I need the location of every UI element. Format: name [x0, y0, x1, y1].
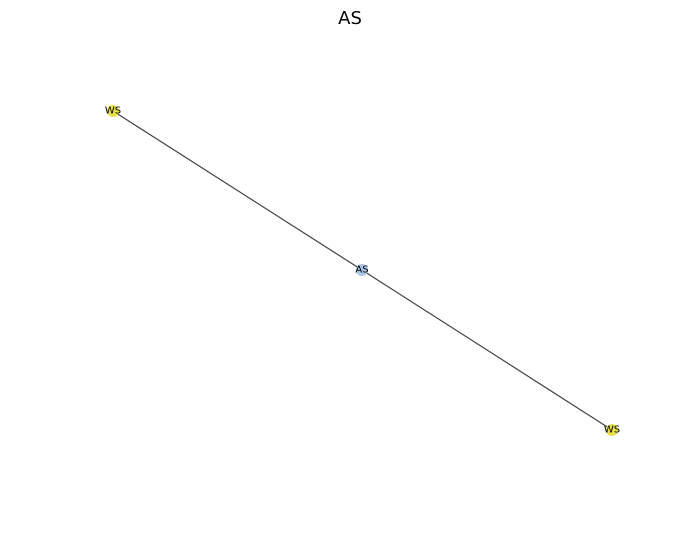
- edges-layer: [112, 110, 613, 431]
- node-ws-top: WS: [105, 105, 121, 117]
- node-ws-bottom: WS: [604, 424, 620, 436]
- node-as-center: AS: [355, 264, 369, 276]
- node-ws-bottom-marker: [606, 424, 618, 436]
- node-as-center-marker: [356, 264, 368, 276]
- nodes-layer: WS AS WS: [105, 105, 620, 436]
- node-ws-top-label: WS: [105, 106, 121, 117]
- edge-as-to-ws-bottom: [361, 269, 613, 431]
- node-ws-bottom-label: WS: [604, 425, 620, 436]
- node-ws-top-marker: [107, 105, 119, 117]
- diagram-title: AS: [338, 8, 362, 29]
- node-as-center-label: AS: [355, 265, 368, 276]
- edge-ws-top-to-as: [112, 110, 363, 271]
